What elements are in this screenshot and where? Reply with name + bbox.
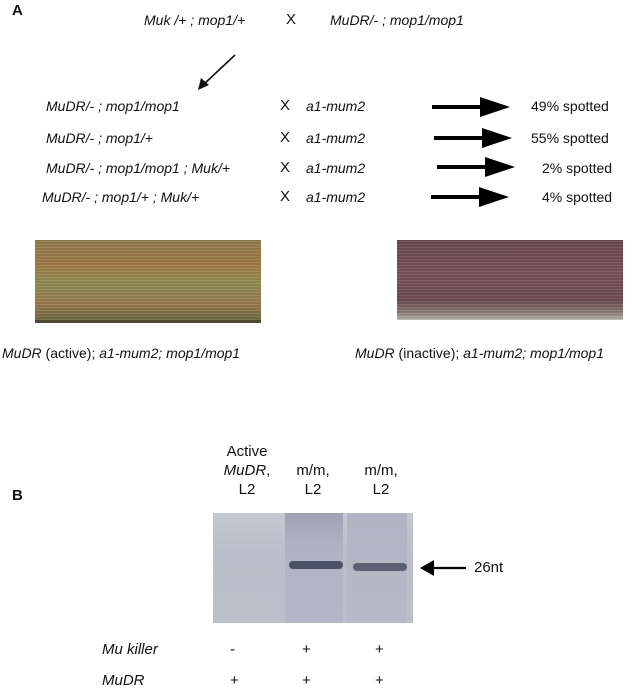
cross-2-male: a1-mum2 (306, 130, 366, 146)
lane-2-header-line3: L2 (304, 481, 322, 498)
cross-2-result: 55% spotted (531, 130, 609, 146)
lane-2-header-line2: m/m, (296, 462, 330, 479)
northern-blot-gel (213, 513, 413, 623)
lane-2-header: m/m, L2 (288, 461, 338, 499)
cross-2-female: MuDR/- ; mop1/+ (46, 130, 153, 146)
cross-1-x: X (280, 97, 291, 114)
row-mu-killer-lane-2: + (302, 641, 311, 658)
cross-2-x: X (280, 129, 291, 146)
row-mu-killer-lane-1: - (230, 641, 235, 658)
cross-3-female: MuDR/- ; mop1/mop1 ; Muk/+ (46, 160, 231, 176)
caption-inactive-gene: MuDR (355, 345, 395, 361)
lane-1-header: Active MuDR, L2 (222, 442, 272, 499)
lane-1-header-gene: MuDR (223, 462, 267, 479)
caption-active: MuDR (active); a1-mum2; mop1/mop1 (2, 345, 240, 361)
parent-right-genotype: MuDR/- ; mop1/mop1 (330, 12, 464, 28)
caption-inactive-state: (inactive); (394, 345, 464, 361)
cross-3-x: X (280, 159, 291, 176)
lane-3-header-line2: m/m, (364, 462, 398, 479)
row-mudr-lane-2: + (302, 672, 311, 689)
panel-b-label: B (12, 487, 23, 504)
row-mudr-lane-1: + (230, 672, 239, 689)
caption-active-state: (active); (41, 345, 100, 361)
lane-1-header-line3: L2 (238, 481, 256, 498)
row-mu-killer-lane-3: + (375, 641, 384, 658)
leaf-photo-active (35, 240, 261, 323)
cross-3-male: a1-mum2 (306, 160, 366, 176)
cross-4-result: 4% spotted (542, 189, 613, 205)
band-arrow-icon (420, 560, 466, 576)
cross-4-female: MuDR/- ; mop1/+ ; Muk/+ (42, 189, 200, 205)
panel-a-label: A (12, 2, 23, 19)
caption-inactive-genotype: a1-mum2; mop1/mop1 (463, 345, 604, 361)
row-mudr-lane-3: + (375, 672, 384, 689)
result-arrow-icon (432, 97, 510, 117)
band-lane-2 (289, 561, 343, 569)
lane-3-header: m/m, L2 (356, 461, 406, 499)
lane-3-header-line3: L2 (372, 481, 390, 498)
lane-1-header-line2: MuDR, (222, 461, 272, 480)
cross-4-x: X (280, 188, 291, 205)
result-arrow-icon (437, 157, 515, 177)
caption-active-gene: MuDR (2, 345, 42, 361)
lane-1-header-sep: , (266, 462, 271, 479)
cross-3-result: 2% spotted (542, 160, 613, 176)
cross-1-female: MuDR/- ; mop1/mop1 (46, 98, 180, 114)
caption-inactive: MuDR (inactive); a1-mum2; mop1/mop1 (355, 345, 604, 361)
parent-left-genotype: Muk /+ ; mop1/+ (144, 12, 246, 28)
leaf-photo-inactive (397, 240, 623, 320)
parent-cross-x: X (286, 11, 297, 28)
band-lane-3 (353, 563, 407, 571)
result-arrow-icon (431, 187, 509, 207)
caption-active-genotype: a1-mum2; mop1/mop1 (99, 345, 241, 361)
cross-1-result: 49% spotted (531, 98, 609, 114)
progeny-arrow-icon (198, 54, 236, 90)
row-mu-killer-label: Mu killer (102, 641, 158, 658)
row-mudr-label: MuDR (102, 672, 145, 689)
cross-4-male: a1-mum2 (306, 189, 366, 205)
result-arrow-icon (434, 128, 512, 148)
band-size-label: 26nt (474, 559, 504, 576)
lane-1-header-line1: Active (226, 443, 268, 460)
cross-1-male: a1-mum2 (306, 98, 366, 114)
